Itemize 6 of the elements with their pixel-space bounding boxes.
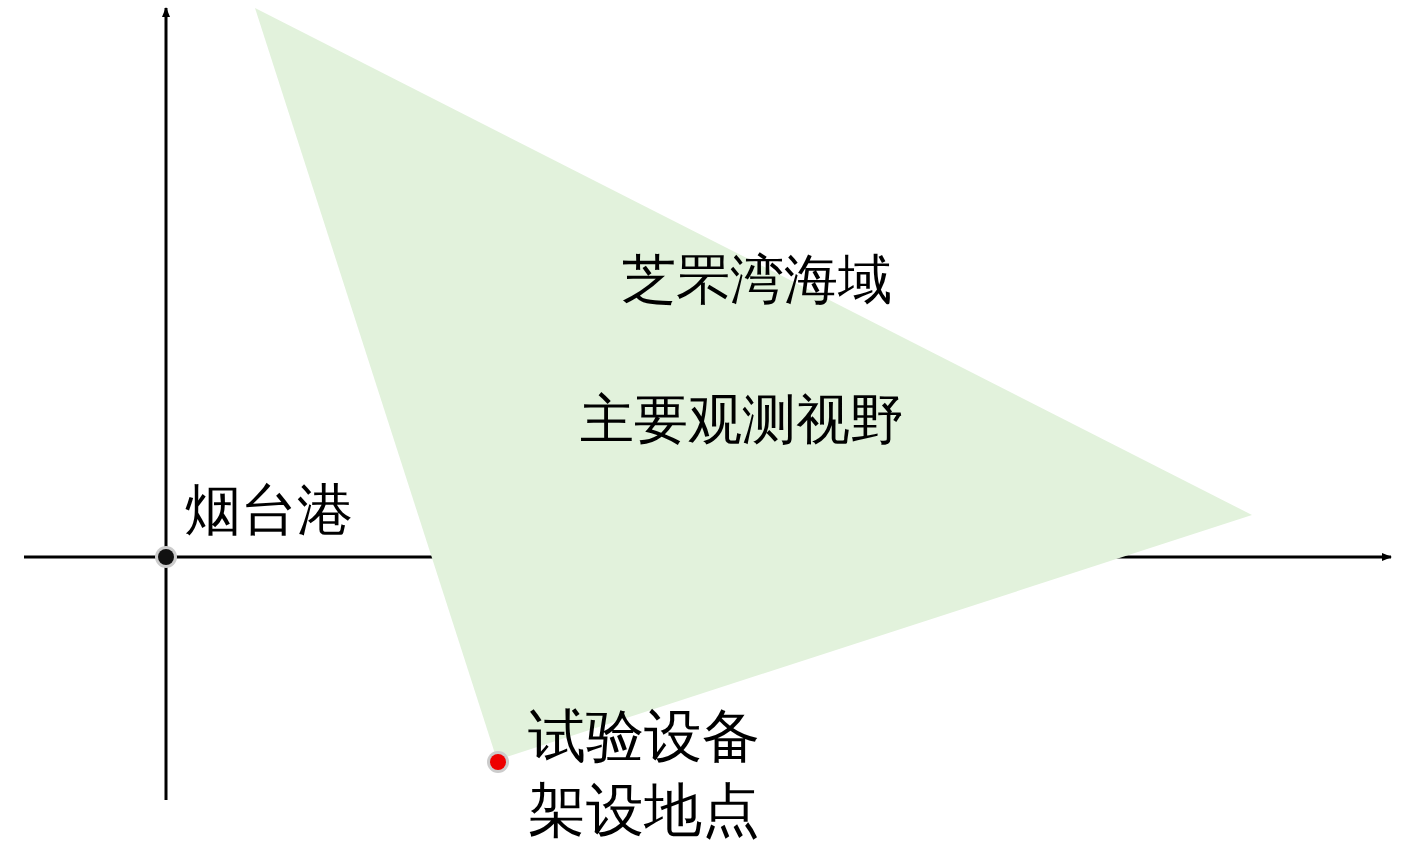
location-dot [490,754,506,770]
place-label: 烟台港 [185,478,353,543]
area-label: 芝罘湾海域 [622,248,892,312]
location-dot [158,549,174,565]
place-label: 试验设备架设地点 [528,703,761,846]
area-label: 主要观测视野 [580,388,904,452]
